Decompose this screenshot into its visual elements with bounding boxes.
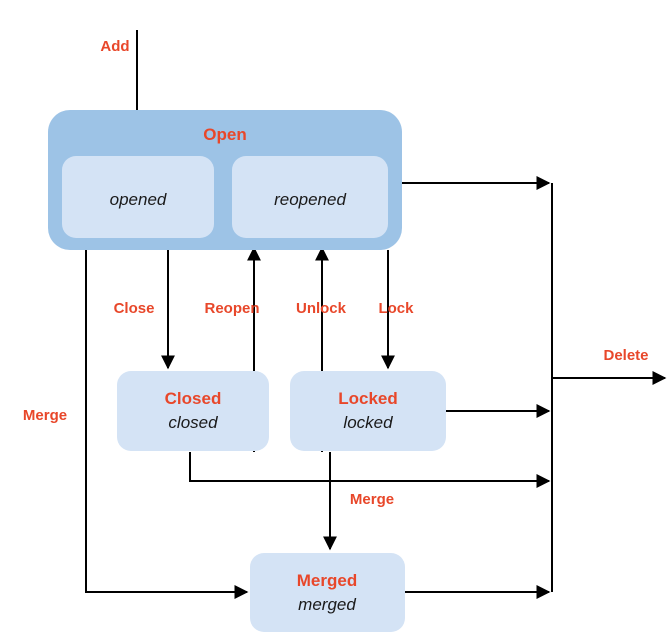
edge-label-lock: Lock — [378, 300, 414, 317]
state-locked[interactable]: Locked locked — [290, 371, 446, 451]
edge-merge-closed-bus — [189, 452, 551, 488]
edge-label-merge-open: Merge — [23, 407, 67, 424]
state-closed-box — [117, 371, 269, 451]
state-merged-name: merged — [298, 595, 356, 614]
edge-label-merge-closed: Merge — [350, 491, 394, 508]
edge-label-add: Add — [100, 38, 129, 55]
state-closed[interactable]: Closed closed — [117, 371, 269, 451]
edge-merge-from-open — [85, 250, 249, 599]
state-merged-box — [250, 553, 405, 632]
group-open-label: Open — [203, 125, 246, 144]
state-merged-title: Merged — [297, 571, 357, 590]
state-merged[interactable]: Merged merged — [250, 553, 405, 632]
state-opened-name: opened — [110, 190, 167, 209]
state-reopened-box — [232, 156, 388, 238]
state-locked-box — [290, 371, 446, 451]
state-locked-title: Locked — [338, 389, 398, 408]
state-reopened[interactable]: reopened — [232, 156, 388, 238]
edge-label-unlock: Unlock — [296, 300, 347, 317]
state-reopened-name: reopened — [274, 190, 346, 209]
edge-label-close: Close — [114, 300, 155, 317]
state-locked-name: locked — [343, 413, 393, 432]
state-closed-name: closed — [168, 413, 218, 432]
state-opened-box — [62, 156, 214, 238]
state-opened[interactable]: opened — [62, 156, 214, 238]
state-closed-title: Closed — [165, 389, 222, 408]
edge-label-delete: Delete — [603, 347, 648, 364]
edge-label-reopen: Reopen — [204, 300, 259, 317]
